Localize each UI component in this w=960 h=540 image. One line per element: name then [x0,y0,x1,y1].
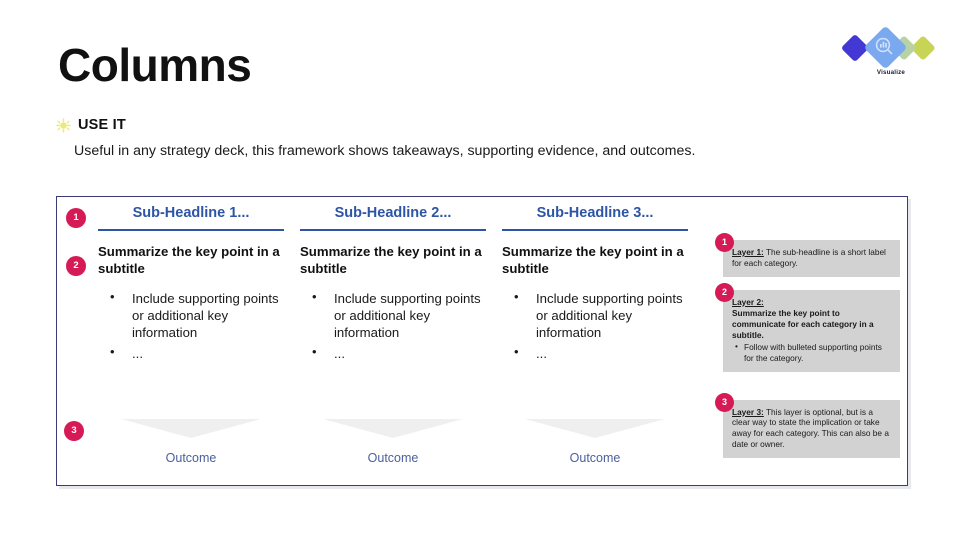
legend-lead: Layer 3: [732,406,764,417]
legend-panel: 1 Layer 1: The sub-headline is a short l… [715,206,900,465]
legend-body: The sub-headline is a short label for ea… [732,247,886,268]
legend-body: This layer is optional, but is a clear w… [732,406,889,450]
legend-badge-3: 3 [715,392,734,412]
rail-badge-2: 2 [66,256,86,276]
legend-lead: Layer 1: [732,247,764,257]
outcome-label: Outcome [367,451,419,465]
column-subtitle: Summarize the key point in a subtitle [502,244,684,277]
outcome-label: Outcome [165,451,217,465]
column-bullet: ... [502,344,688,362]
legend-sub-bullet: Follow with bulleted supporting points f… [732,341,891,364]
legend-lead: Layer 2: [732,296,764,307]
column-2: Sub-Headline 2... Summarize the key poin… [300,205,486,471]
column-subtitle: Summarize the key point in a subtitle [300,244,482,277]
column-rule [300,228,486,232]
rail-badge-3: 3 [64,421,84,441]
magnifier-diamond-logo-icon [842,27,935,68]
outcome-zone: Outcome [502,417,688,467]
column-bullet: Include supporting points or additional … [502,289,688,341]
legend-item-layer-2: 2 Layer 2: Summarize the key point to co… [715,282,900,372]
column-bullet-list: Include supporting points or additional … [502,289,688,362]
outcome-zone: Outcome [300,417,486,467]
use-it-row: USE IT [56,117,126,133]
legend-sub-list: Follow with bulleted supporting points f… [732,341,891,364]
column-3: Sub-Headline 3... Summarize the key poin… [502,205,688,471]
column-bullet-list: Include supporting points or additional … [300,289,486,362]
legend-item-layer-1: 1 Layer 1: The sub-headline is a short l… [715,233,900,277]
outcome-zone: Outcome [98,417,284,467]
column-bullet-list: Include supporting points or additional … [98,289,284,362]
column-subtitle: Summarize the key point in a subtitle [98,244,280,277]
legend-box: Layer 3: This layer is optional, but is … [723,399,900,459]
rail-badge-1: 1 [66,208,86,228]
use-it-description: Useful in any strategy deck, this framew… [74,143,696,159]
legend-badge-1: 1 [715,233,734,252]
column-bullet: ... [300,344,486,362]
columns-container: Sub-Headline 1... Summarize the key poin… [98,205,698,471]
chevron-down-icon [525,419,665,438]
logo-text: Visualize [876,69,906,76]
column-rule [98,228,284,232]
legend-box: Layer 1: The sub-headline is a short lab… [723,240,900,277]
chevron-down-icon [323,419,463,438]
outcome-label: Outcome [569,451,621,465]
column-headline: Sub-Headline 1... [132,205,250,221]
legend-item-layer-3: 3 Layer 3: This layer is optional, but i… [715,392,900,459]
column-bullet: Include supporting points or additional … [98,289,284,341]
column-headline: Sub-Headline 2... [334,205,452,221]
brand-logo: Visualize [836,24,946,82]
legend-box: Layer 2: Summarize the key point to comm… [723,289,900,372]
use-it-label: USE IT [78,117,126,133]
column-1: Sub-Headline 1... Summarize the key poin… [98,205,284,471]
legend-bold-block: Summarize the key point to communicate f… [732,307,874,340]
column-bullet: Include supporting points or additional … [300,289,486,341]
star-icon [56,117,71,133]
column-bullet: ... [98,344,284,362]
page-title: Columns [58,39,252,91]
column-headline: Sub-Headline 3... [536,205,654,221]
column-rule [502,228,688,232]
legend-badge-2: 2 [715,282,734,302]
chevron-down-icon [121,419,261,438]
